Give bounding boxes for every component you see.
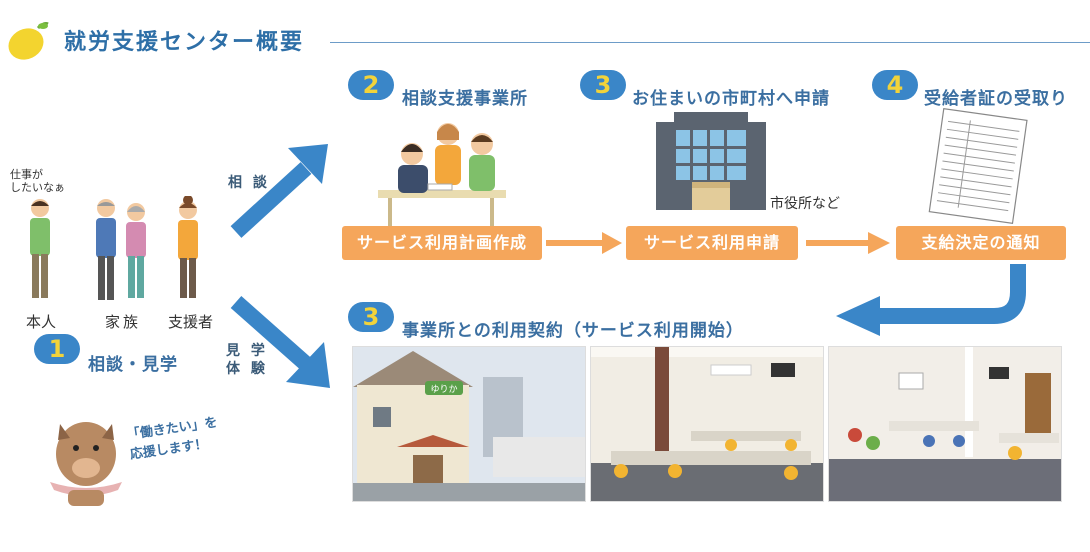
- apply-box: サービス利用申請: [626, 226, 798, 260]
- people-illustration: [18, 196, 218, 308]
- certificate-icon: [922, 108, 1034, 226]
- facility-exterior-photo: ゆりか: [352, 346, 586, 502]
- page-title: 就労支援センター概要: [64, 24, 304, 56]
- lemon-icon: [4, 18, 52, 64]
- arrow-plan-to-apply: [546, 230, 626, 256]
- step-2-label: 相談支援事業所: [402, 84, 528, 109]
- step-3b-number: 3: [348, 302, 394, 332]
- visit-line-1: 見 学: [226, 342, 268, 360]
- step-1-number: 1: [34, 334, 80, 364]
- notice-box: 支給決定の通知: [896, 226, 1066, 260]
- label-family: 家族: [105, 311, 141, 332]
- title-divider: [330, 42, 1090, 43]
- office-room-photo-1: [590, 346, 824, 502]
- step-3b-label: 事業所との利用契約（サービス利用開始）: [402, 316, 744, 341]
- consult-label: 相 談: [228, 174, 270, 192]
- step-3b-badge: 3: [348, 302, 394, 332]
- step-4-number: 4: [872, 70, 918, 100]
- thought-line-2: したいなぁ: [10, 181, 65, 194]
- step-2-badge: 2: [348, 70, 394, 100]
- office-room-photo-2: [828, 346, 1062, 502]
- city-hall-icon: [656, 108, 766, 214]
- step-3a-label: お住まいの市町村へ申請: [632, 84, 830, 109]
- return-arrow: [832, 262, 1042, 342]
- step-2-number: 2: [348, 70, 394, 100]
- plan-box: サービス利用計画作成: [342, 226, 542, 260]
- sign-text: ゆりか: [430, 384, 457, 395]
- visit-line-2: 体 験: [226, 360, 268, 378]
- step-3a-number: 3: [580, 70, 626, 100]
- arrow-apply-to-notice: [806, 230, 894, 256]
- step-4-label: 受給者証の受取り: [924, 84, 1068, 109]
- label-supporter: 支援者: [168, 311, 213, 332]
- step-4-badge: 4: [872, 70, 918, 100]
- city-hall-note: 市役所など: [770, 193, 840, 213]
- visit-label: 見 学 体 験: [226, 342, 268, 378]
- step-3a-badge: 3: [580, 70, 626, 100]
- step-1-label: 相談・見学: [88, 350, 178, 375]
- consultation-illustration: [378, 112, 518, 230]
- label-self: 本人: [26, 311, 56, 332]
- step-1-badge: 1: [34, 334, 80, 364]
- boar-mascot: [44, 410, 128, 510]
- thought-line-1: 仕事が: [10, 168, 65, 181]
